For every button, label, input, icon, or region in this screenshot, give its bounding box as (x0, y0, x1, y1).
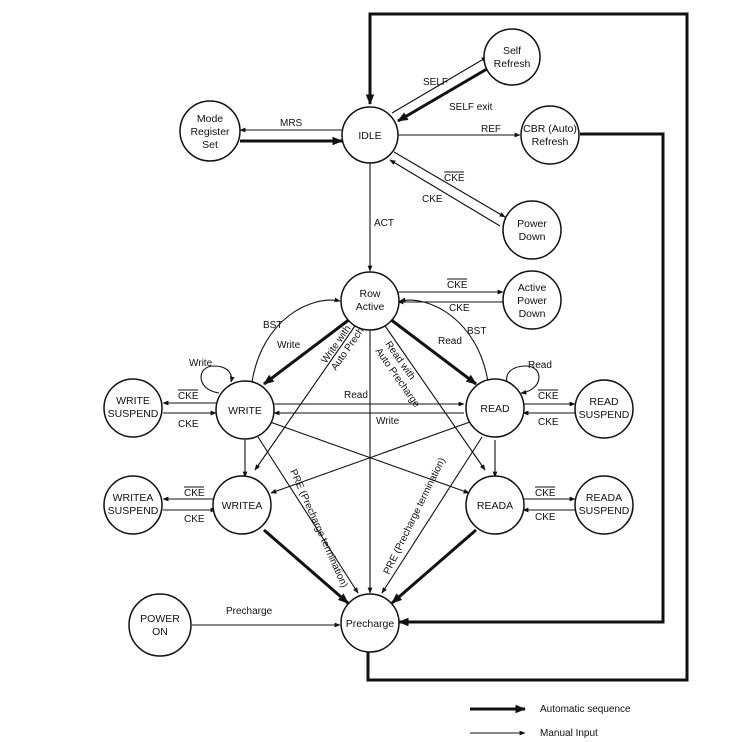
state-row-active: Row Active (340, 271, 400, 331)
state-writea-label: WRITEA (222, 500, 263, 512)
state-power-on-line-2: ON (152, 626, 168, 638)
state-active-power-down-line-2: Power (517, 295, 547, 307)
state-precharge-label: Precharge (346, 618, 395, 630)
state-idle-label: IDLE (358, 130, 381, 142)
state-self-refresh-line-2: Refresh (494, 58, 531, 70)
label-cke-reada-suspend: CKE (535, 512, 556, 523)
state-mode-register-set-line-3: Set (202, 139, 218, 151)
state-write-suspend-line-2: SUSPEND (108, 408, 159, 420)
label-write-row: Write (277, 340, 301, 351)
state-writea-suspend: WRITEA SUSPEND (103, 475, 163, 535)
label-cke-bar-write-suspend: CKE (178, 391, 199, 402)
edge-reada-to-precharge (391, 528, 477, 605)
state-writea: WRITEA (212, 475, 272, 535)
state-cbr-refresh-line-2: Refresh (532, 136, 569, 148)
state-cbr-refresh: CBR (Auto) Refresh (520, 105, 580, 165)
label-cke-bar-read-suspend: CKE (538, 391, 559, 402)
edge-read-pre (381, 436, 483, 594)
state-read-suspend-line-1: READ (589, 396, 619, 408)
state-power-down-line-1: Power (517, 218, 547, 230)
label-cke-power-down: CKE (422, 194, 443, 205)
state-active-power-down-line-1: Active (518, 282, 547, 294)
edge-cbr-to-precharge (397, 132, 665, 627)
state-self-refresh-line-1: Self (503, 45, 521, 57)
legend-automatic-label: Automatic sequence (540, 704, 631, 715)
edge-writea-to-precharge (263, 528, 349, 605)
label-ref: REF (481, 124, 501, 135)
edge-read-auto-precharge (382, 322, 486, 471)
state-mode-register-set: Mode Register Set (179, 100, 241, 162)
state-power-on-line-1: POWER (140, 613, 180, 625)
label-bst-right: BST (467, 326, 486, 337)
label-self: SELF (423, 77, 448, 88)
state-read-suspend-line-2: SUSPEND (579, 409, 630, 421)
edge-row-to-read (389, 317, 477, 386)
state-idle: IDLE (341, 106, 399, 164)
state-mode-register-set-line-2: Register (190, 126, 230, 138)
state-read-label: READ (480, 403, 510, 415)
edge-self (391, 56, 488, 114)
label-act: ACT (374, 218, 394, 229)
state-writea-suspend-line-2: SUSPEND (108, 505, 159, 517)
state-power-on: POWER ON (128, 593, 192, 657)
edge-read-loop (506, 365, 540, 395)
edge-power-down-exit (389, 159, 501, 227)
label-cke-active-power-down: CKE (449, 303, 470, 314)
label-read-loop: Read (528, 360, 552, 371)
edge-read-bst (399, 297, 489, 383)
legend: Automatic sequence Manual Input (470, 704, 631, 739)
state-cbr-refresh-line-1: CBR (Auto) (523, 123, 577, 135)
edge-write-bst (251, 297, 341, 383)
states: Self Refresh Mode Register Set IDLE CBR … (103, 28, 634, 657)
state-write-label: WRITE (228, 405, 262, 417)
state-reada-label: READA (477, 500, 513, 512)
label-write-mid: Write (376, 416, 400, 427)
label-cke-read-suspend: CKE (538, 417, 559, 428)
state-read: READ (465, 378, 525, 438)
edge-write-loop (200, 365, 235, 394)
label-cke-bar-writea-suspend: CKE (184, 488, 205, 499)
state-write-suspend-line-1: WRITE (116, 395, 150, 407)
state-row-active-line-1: Row (359, 288, 380, 300)
label-cke-writea-suspend: CKE (184, 514, 205, 525)
label-cke-bar-active-power-down: CKE (447, 280, 468, 291)
state-reada-suspend: READA SUSPEND (574, 475, 634, 535)
state-write: WRITE (215, 380, 275, 440)
label-pre-left: PRE (Precharge termination) (287, 468, 349, 590)
state-active-power-down: Active Power Down (502, 270, 562, 330)
label-read-mid: Read (344, 390, 368, 401)
label-write-loop: Write (189, 358, 213, 369)
edges (162, 12, 689, 682)
edge-read-to-writea (270, 421, 471, 494)
label-self-exit: SELF exit (449, 102, 493, 113)
label-read-row: Read (438, 336, 462, 347)
state-active-power-down-line-3: Down (519, 308, 546, 320)
label-precharge-power-on: Precharge (226, 606, 273, 617)
label-cke-bar-reada-suspend: CKE (535, 488, 556, 499)
label-cke-bar-power-down: CKE (444, 173, 465, 184)
edge-write-auto-precharge (254, 322, 358, 471)
state-reada-suspend-line-2: SUSPEND (579, 505, 630, 517)
edge-row-to-write (263, 317, 351, 386)
label-cke-write-suspend: CKE (178, 419, 199, 430)
edge-power-down (393, 151, 506, 218)
label-bst-left: BST (263, 320, 282, 331)
state-precharge: Precharge (340, 593, 400, 653)
edge-precharge-to-idle (365, 12, 689, 682)
state-power-down-line-2: Down (519, 231, 546, 243)
edge-write-pre (257, 436, 359, 594)
state-reada-suspend-line-1: READA (586, 492, 622, 504)
edge-self-exit (397, 64, 493, 123)
state-reada: READA (465, 475, 525, 535)
state-power-down: Power Down (502, 200, 562, 260)
state-read-suspend: READ SUSPEND (574, 379, 634, 439)
state-self-refresh: Self Refresh (483, 28, 541, 86)
label-mrs: MRS (280, 118, 303, 129)
legend-manual-label: Manual Input (540, 728, 598, 739)
state-mode-register-set-line-1: Mode (197, 113, 223, 125)
state-write-suspend: WRITE SUSPEND (103, 378, 163, 438)
state-row-active-line-2: Active (356, 301, 385, 313)
state-writea-suspend-line-1: WRITEA (113, 492, 154, 504)
